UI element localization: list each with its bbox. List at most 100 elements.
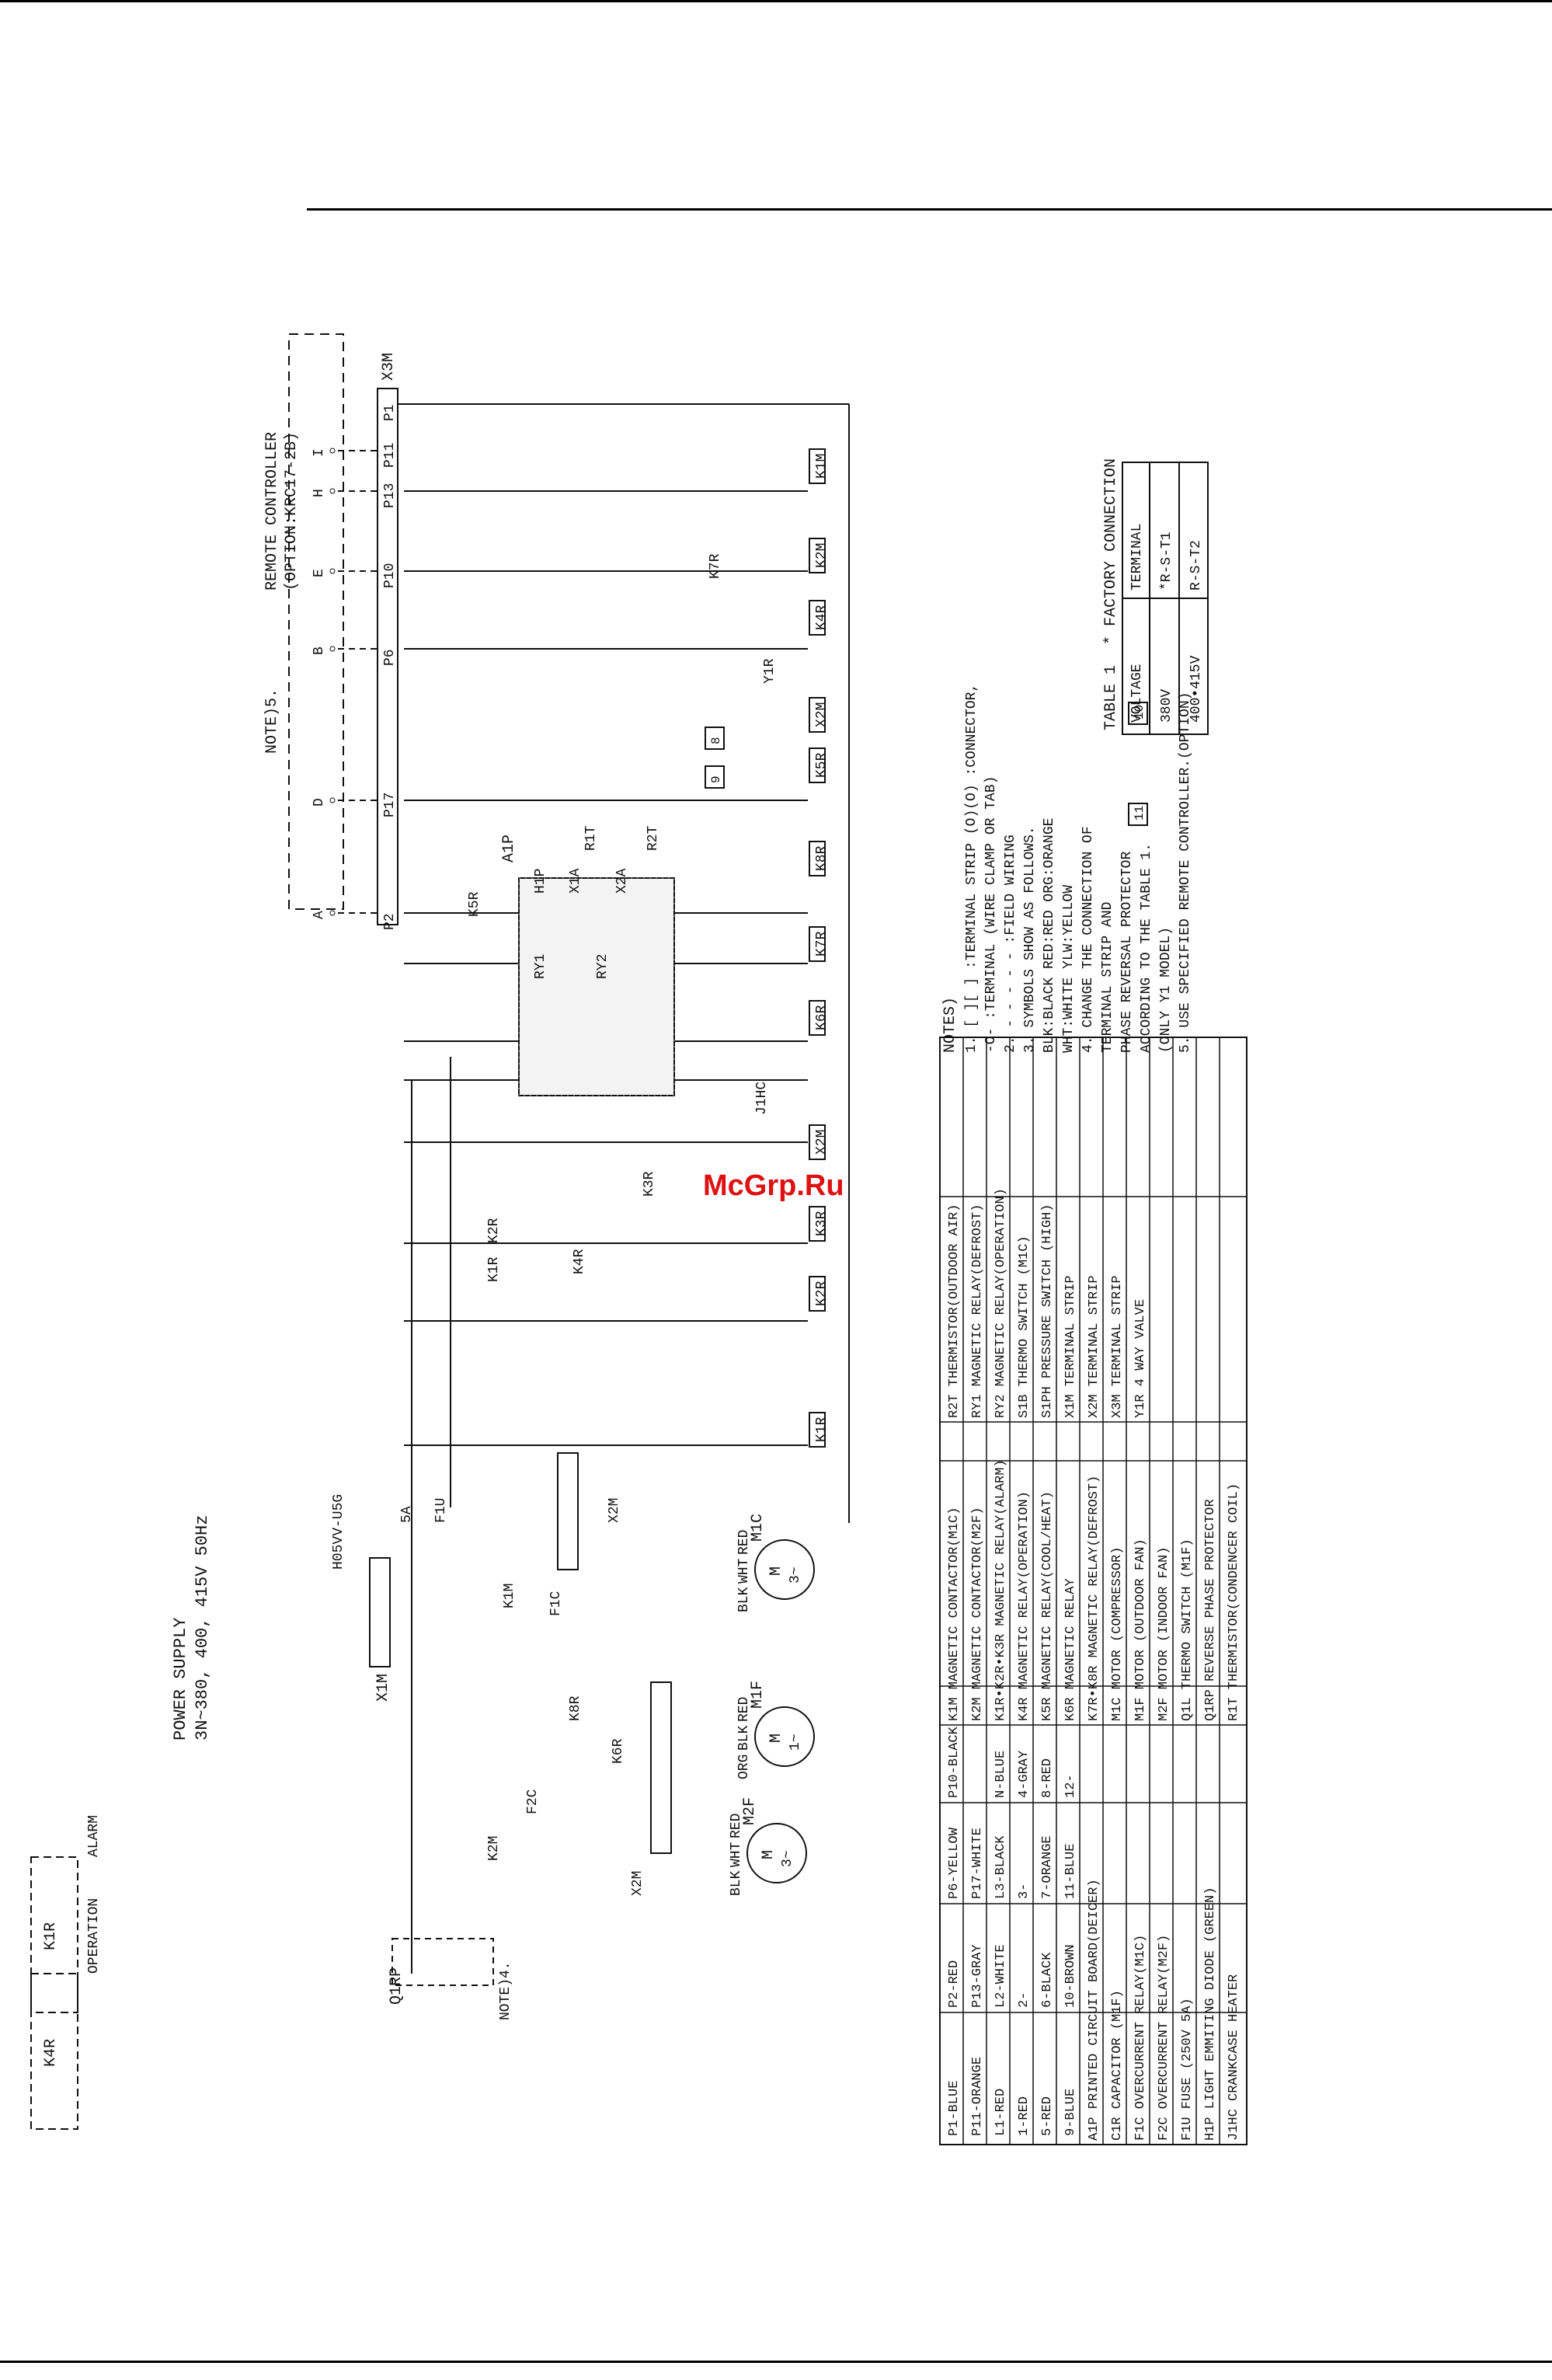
- legend-entry-ry1: RY1 MAGNETIC RELAY(DEFROST): [970, 1204, 985, 1418]
- coil-k3r: [809, 1206, 826, 1242]
- motor-wire-wht: WHT: [729, 1842, 744, 1867]
- contact-f1c: F1C: [548, 1591, 564, 1616]
- y1r-label: Y1R: [762, 658, 778, 684]
- wire-code: 3-: [1017, 1883, 1032, 1899]
- note-line: -O- :TERMINAL (WIRE CLAMP OR TAB): [983, 776, 999, 1053]
- remote-terminal-b: B: [311, 646, 327, 655]
- coil-label-k2r: K2R: [814, 1281, 830, 1306]
- x3m-terminal-p13: P13: [382, 483, 398, 508]
- x3m-strip: X3M: [377, 353, 398, 925]
- wire-code: P6-YELLOW: [947, 1827, 962, 1899]
- legend-table: [939, 1037, 1248, 2145]
- contact-k8r: K8R: [568, 1695, 583, 1721]
- notes-header: NOTES): [941, 997, 959, 1053]
- x2m-term-10: 10: [1133, 705, 1147, 720]
- note-line: 5. USE SPECIFIED REMOTE CONTROLLER.(OPTI…: [1178, 692, 1193, 1053]
- x2m-left-label: X2M: [630, 1871, 646, 1896]
- contact-k2m: K2M: [486, 1836, 502, 1861]
- contact-k1m: K1M: [502, 1584, 517, 1608]
- table1-header-voltage: VOLTAGE: [1129, 664, 1145, 723]
- legend-entry-k7rk8r: K7R•K8R MAGNETIC RELAY(DEFROST): [1087, 1476, 1101, 1721]
- x2m-switch-strip: X2M X2M: [557, 1452, 672, 1896]
- note-line: 2. - - - - - :FIELD WIRING: [1003, 835, 1018, 1053]
- power-cable: H05VV-U5G: [331, 1494, 346, 1570]
- bottom-rule: [0, 2361, 1552, 2363]
- legend-entry-r2t: R2T THERMISTOR(OUTDOOR AIR): [947, 1204, 962, 1418]
- motor-m2f: [746, 1823, 807, 1883]
- coil-k8r: [809, 841, 826, 876]
- wire-code: 10-BROWN: [1063, 1944, 1078, 2008]
- output-relay-k1r: K1R: [42, 1922, 60, 1950]
- coil-label-k7r: K7R: [814, 931, 830, 957]
- legend-entry-m1f: M1F MOTOR (OUTDOOR FAN): [1133, 1538, 1148, 1721]
- q1rp-note: NOTE)4.: [498, 1961, 513, 2020]
- legend-text: P1-BLUEP2-REDP6-YELLOWP10-BLACKP11-ORANG…: [947, 1188, 1241, 2141]
- legend-entry-k6r: K6R MAGNETIC RELAY: [1063, 1578, 1078, 1721]
- motor-wire-blk: BLK: [736, 1587, 752, 1612]
- legend-entry-k1m: K1M MAGNETIC CONTACTOR(M1C): [947, 1507, 962, 1721]
- legend-entry-y1r: Y1R 4 WAY VALVE: [1133, 1299, 1148, 1418]
- wire-code: 11-BLUE: [1063, 1844, 1078, 1899]
- legend-entry-f1c: F1C OVERCURRENT RELAY(M1C): [1133, 1935, 1148, 2141]
- contact-k7r: K7R: [708, 553, 723, 579]
- wire-code: 5-RED: [1040, 2096, 1055, 2136]
- wire-code: P2-RED: [947, 1960, 962, 2008]
- wire-code: 7-ORANGE: [1040, 1835, 1055, 1899]
- coil-k2r: [809, 1276, 826, 1312]
- table1-factory: * FACTORY CONNECTION: [1102, 458, 1120, 645]
- fuse-rating: 5A: [399, 1506, 415, 1523]
- remote-terminal-dot: [329, 488, 336, 494]
- power-supply-block: POWER SUPPLY 3N~380, 400, 415V 50Hz H05V…: [171, 1494, 449, 1741]
- motor-name-m1f: M1F: [749, 1681, 767, 1709]
- remote-controller-box: REMOTE CONTROLLER (OPTION:KRC17-2B) NOTE…: [263, 333, 344, 910]
- coil-k7r: [809, 926, 826, 962]
- a1p-label: A1P: [500, 835, 518, 862]
- table1-header-terminal: TERMINAL: [1129, 524, 1145, 591]
- wire-code: 2-: [1017, 1992, 1032, 2008]
- motor-name-m2f: M2F: [741, 1797, 759, 1825]
- table-1: TABLE 1 * FACTORY CONNECTION: [1102, 458, 1209, 735]
- coil-label-k8r: K8R: [814, 845, 830, 871]
- legend-entry-s1b: S1B THERMO SWITCH (M1C): [1017, 1235, 1032, 1418]
- output-relay-box: [30, 1856, 78, 2013]
- contact-k1r: K1R: [486, 1256, 502, 1282]
- legend-entry-h1p: H1P LIGHT EMMITING DIODE (GREEN): [1203, 1887, 1218, 2141]
- watermark: McGrp.Ru: [703, 1169, 844, 1202]
- legend-entry-k2m: K2M MAGNETIC CONTACTOR(M2F): [970, 1507, 985, 1721]
- remote-terminal-dot: [329, 568, 336, 574]
- a1p-h1p: H1P: [533, 869, 548, 894]
- coil-k6r: [809, 1000, 826, 1036]
- motor-phase: 3~: [780, 1850, 795, 1867]
- legend-entry-q1rp: Q1RP REVERSE PHASE PROTECTOR: [1203, 1499, 1218, 1721]
- wire-code: P11-ORANGE: [970, 2057, 985, 2136]
- coil-k1m: [809, 448, 826, 484]
- motor-wire-wht: WHT: [736, 1558, 752, 1584]
- x3m-terminal-p2: P2: [382, 913, 398, 930]
- wire-code: L3-BLACK: [993, 1835, 1008, 1899]
- remote-terminal-h: H: [311, 489, 327, 497]
- legend-entry-j1hc: J1HC CRANKCASE HEATER: [1227, 1974, 1241, 2141]
- remote-terminal-a: A: [311, 911, 327, 919]
- motor-symbol: M: [767, 1734, 785, 1743]
- coil-k1r: [809, 1412, 826, 1448]
- note-line: TERMINAL STRIP AND: [1100, 902, 1115, 1053]
- legend-entry-f2c: F2C OVERCURRENT RELAY(M2F): [1157, 1935, 1171, 2141]
- remote-terminal-d: D: [311, 798, 327, 807]
- coil-label-k2m: K2M: [814, 543, 830, 568]
- coil-x2m: [809, 697, 826, 733]
- contact-k2r: K2R: [486, 1218, 502, 1243]
- x2m-switch-label: X2M: [607, 1498, 622, 1523]
- coil-label-k6r: K6R: [814, 1005, 830, 1030]
- x3m-terminal-p11: P11: [382, 443, 398, 468]
- remote-terminal-dot: [329, 646, 336, 652]
- q1rp-block: Q1RP NOTE)4.: [388, 1938, 513, 2020]
- j1hc-label: J1HC: [754, 1082, 770, 1115]
- note-line: WHT:WHITE YLW:YELLOW: [1061, 885, 1077, 1053]
- remote-terminal-e: E: [311, 569, 327, 577]
- note-line: BLK:BLACK RED:RED ORG:ORANGE: [1042, 818, 1057, 1053]
- legend-entry-x1m: X1M TERMINAL STRIP: [1063, 1275, 1078, 1418]
- x2m-term-9: 9: [709, 775, 723, 783]
